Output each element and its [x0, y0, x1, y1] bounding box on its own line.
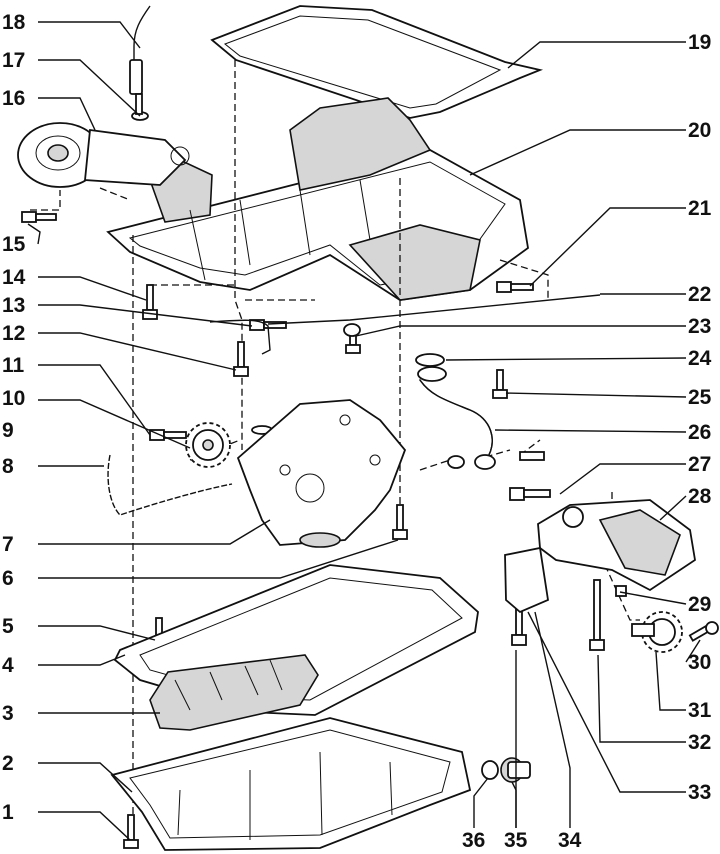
bolt-15 — [21, 211, 57, 223]
callout-30: 30 — [688, 651, 712, 674]
callout-21: 21 — [688, 197, 712, 220]
baffle-plate — [149, 654, 319, 731]
callout-6: 6 — [2, 567, 14, 590]
upper-oil-pan — [106, 97, 529, 301]
bolt-32 — [589, 579, 605, 651]
callout-29: 29 — [688, 593, 712, 616]
leader-lines — [27, 21, 701, 841]
callout-3: 3 — [2, 702, 14, 725]
bolt-30 — [688, 621, 719, 642]
callout-26: 26 — [688, 421, 712, 444]
callout-19: 19 — [688, 31, 712, 54]
callout-22: 22 — [688, 283, 712, 306]
callout-4: 4 — [2, 654, 14, 677]
sensor-wire — [209, 294, 601, 367]
callout-15: 15 — [2, 233, 26, 256]
callout-35: 35 — [504, 829, 528, 852]
callout-5: 5 — [2, 615, 14, 638]
callout-23: 23 — [688, 315, 712, 338]
bolt-7 — [392, 504, 408, 540]
callout-33: 33 — [688, 781, 712, 804]
sprocket-9 — [185, 422, 231, 468]
callout-17: 17 — [2, 49, 26, 72]
bolt-1 — [123, 814, 139, 849]
callout-31: 31 — [688, 699, 712, 722]
dipstick-tube — [129, 5, 151, 121]
callout-7: 7 — [2, 533, 14, 556]
callout-36: 36 — [462, 829, 486, 852]
callout-32: 32 — [688, 731, 712, 754]
callout-13: 13 — [2, 294, 26, 317]
callout-14: 14 — [2, 266, 26, 289]
callout-25: 25 — [688, 386, 712, 409]
callout-28: 28 — [688, 485, 712, 508]
callout-8: 8 — [2, 455, 14, 478]
top-cover-gasket — [210, 5, 544, 119]
callout-34: 34 — [558, 829, 582, 852]
oil-pump-body — [236, 399, 407, 548]
bolt-21 — [496, 281, 534, 293]
callout-9: 9 — [2, 419, 14, 442]
callout-18: 18 — [2, 11, 26, 34]
callout-10: 10 — [2, 387, 26, 410]
assembly-lines — [30, 60, 640, 850]
drain-plug — [481, 757, 531, 783]
bolt-13 — [249, 319, 287, 331]
chain — [107, 454, 233, 516]
suction-pipe — [417, 366, 545, 470]
callout-11: 11 — [2, 354, 25, 377]
callout-2: 2 — [2, 752, 14, 775]
gear-31 — [631, 611, 683, 653]
bolt-25 — [492, 369, 508, 399]
pump-housing-right — [504, 499, 696, 614]
bolt-12 — [233, 341, 249, 377]
callout-16: 16 — [2, 87, 26, 110]
lower-oil-pan — [110, 717, 472, 851]
callout-12: 12 — [2, 322, 26, 345]
callout-20: 20 — [688, 119, 712, 142]
callout-27: 27 — [688, 453, 712, 476]
pulley-unit — [17, 122, 190, 188]
callout-24: 24 — [688, 347, 712, 370]
callout-1: 1 — [2, 801, 14, 824]
bolt-29 — [615, 585, 627, 597]
bolt-27 — [509, 487, 551, 501]
